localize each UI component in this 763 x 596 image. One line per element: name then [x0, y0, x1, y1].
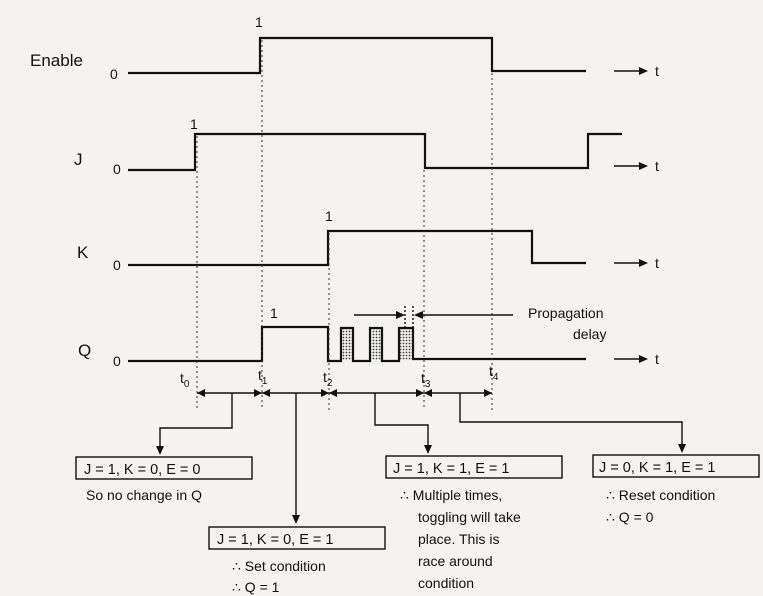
- annotation-2-text-1: ∴ Set condition: [232, 558, 326, 574]
- j-axis-label: t: [655, 158, 659, 174]
- annotation-4-text-2: ∴ Q = 0: [606, 509, 654, 525]
- q-axis-label: t: [655, 351, 659, 367]
- annotation-2-condition: J = 1, K = 0, E = 1: [217, 532, 333, 548]
- j-high-label: 1: [190, 116, 198, 132]
- q-signal-name: Q: [78, 341, 91, 360]
- propagation-label-line2: delay: [573, 326, 606, 342]
- q-toggle-pulse-1: [341, 328, 353, 360]
- t3-label: t3: [421, 370, 431, 390]
- annotation-4-condition: J = 0, K = 1, E = 1: [599, 460, 715, 476]
- propagation-label-line1: Propagation: [528, 305, 604, 321]
- enable-axis-label: t: [655, 63, 659, 79]
- annotation-1-text-1: So no change in Q: [86, 487, 202, 503]
- interval-arrows: [197, 389, 492, 397]
- enable-low-label: 0: [110, 66, 118, 82]
- k-low-label: 0: [113, 257, 121, 273]
- annotation-connectors: [156, 393, 686, 524]
- k-high-label: 1: [325, 208, 333, 224]
- t4-label: t4: [489, 363, 499, 383]
- q-low-label: 0: [113, 353, 121, 369]
- annotation-3-text-1: ∴ Multiple times,: [400, 487, 502, 503]
- t1-label: t1: [258, 367, 268, 387]
- q-toggle-pulse-2: [370, 328, 382, 360]
- time-marker-lines: [196, 40, 493, 410]
- k-waveform: [128, 229, 586, 267]
- q-toggle-pulse-3: [399, 328, 413, 360]
- enable-signal-name: Enable: [30, 51, 83, 70]
- annotation-4-text-1: ∴ Reset condition: [606, 487, 715, 503]
- enable-time-arrow: t: [614, 63, 659, 79]
- k-signal-name: K: [77, 243, 89, 262]
- annotation-box-2: J = 1, K = 0, E = 1: [208, 526, 386, 550]
- k-time-arrow: t: [614, 255, 659, 271]
- t0-label: t0: [180, 370, 190, 390]
- k-axis-label: t: [655, 255, 659, 271]
- q-high-label: 1: [270, 305, 278, 321]
- j-waveform: [128, 132, 622, 172]
- enable-high-label: 1: [255, 14, 263, 30]
- t2-label: t2: [323, 369, 333, 389]
- q-time-arrow: t: [614, 351, 659, 367]
- annotation-box-1: J = 1, K = 0, E = 0: [75, 456, 253, 480]
- annotation-3-text-3: place. This is: [418, 531, 499, 547]
- j-low-label: 0: [113, 161, 121, 177]
- annotation-3-text-4: race around: [418, 553, 493, 569]
- annotation-box-4: J = 0, K = 1, E = 1: [592, 454, 760, 478]
- propagation-delay-marker: [354, 306, 513, 330]
- annotation-1-condition: J = 1, K = 0, E = 0: [84, 462, 200, 478]
- enable-waveform: [128, 36, 586, 75]
- annotation-2-text-2: ∴ Q = 1: [232, 579, 280, 595]
- annotation-3-text-5: condition: [418, 575, 474, 591]
- annotation-box-3: J = 1, K = 1, E = 1: [385, 455, 563, 479]
- annotation-3-condition: J = 1, K = 1, E = 1: [393, 461, 509, 477]
- j-signal-name: J: [74, 150, 83, 169]
- j-time-arrow: t: [614, 158, 659, 174]
- q-waveform: [128, 325, 586, 363]
- annotation-3-text-2: toggling will take: [418, 509, 521, 525]
